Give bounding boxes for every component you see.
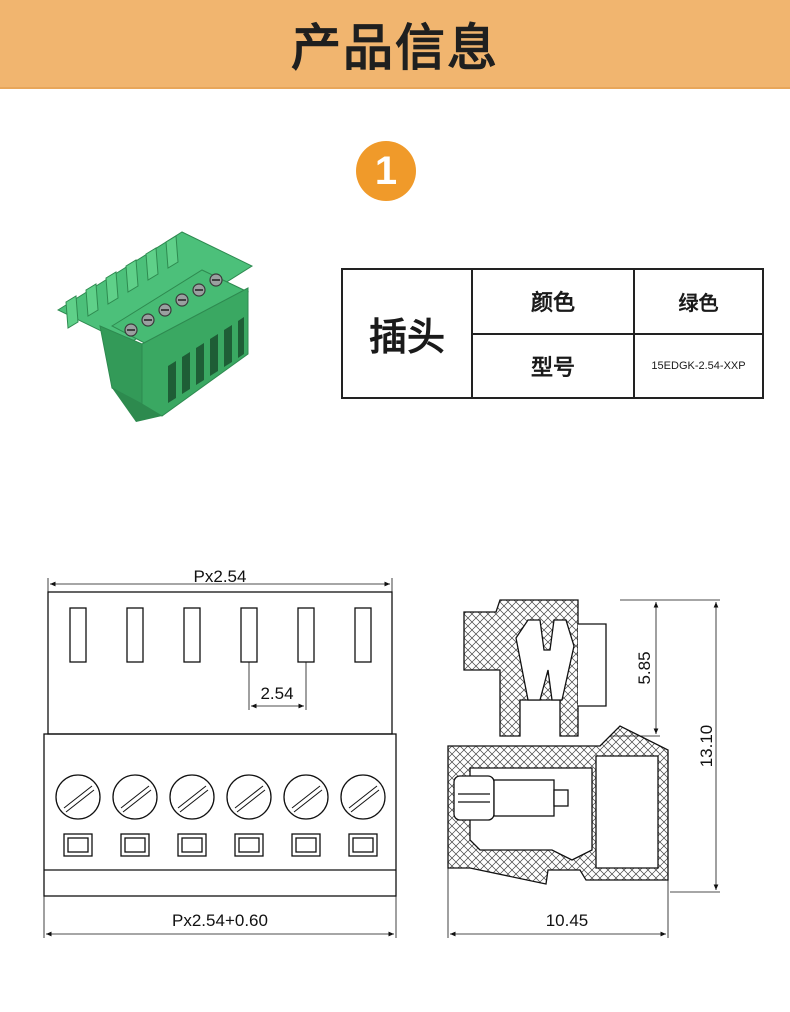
product-image — [56, 231, 254, 422]
total-width-label: Px2.54+0.60 — [172, 911, 268, 930]
front-view — [43, 578, 397, 938]
spec-heading: 插头 — [341, 268, 473, 399]
total-height-label: 13.10 — [697, 725, 716, 768]
spec-key-model: 型号 — [471, 332, 635, 399]
spec-key-color: 颜色 — [471, 268, 635, 335]
header-banner: 产品信息 — [0, 0, 790, 89]
spec-table: 插头 颜色 绿色 型号 15EDGK-2.54-XXP — [341, 268, 764, 399]
pin-spacing-label: 2.54 — [260, 684, 293, 703]
depth-label: 10.45 — [546, 911, 589, 930]
spec-value-color: 绿色 — [633, 268, 764, 335]
step-number-badge: 1 — [356, 141, 416, 201]
spec-value-model: 15EDGK-2.54-XXP — [633, 332, 764, 399]
dimension-drawing: Px2.54 2.54 Px2.54+0.60 5.85 13.10 10.45 — [43, 567, 720, 938]
pitch-label: Px2.54 — [194, 567, 247, 586]
side-view — [447, 599, 720, 938]
upper-height-label: 5.85 — [635, 651, 654, 684]
page-title: 产品信息 — [291, 18, 499, 77]
